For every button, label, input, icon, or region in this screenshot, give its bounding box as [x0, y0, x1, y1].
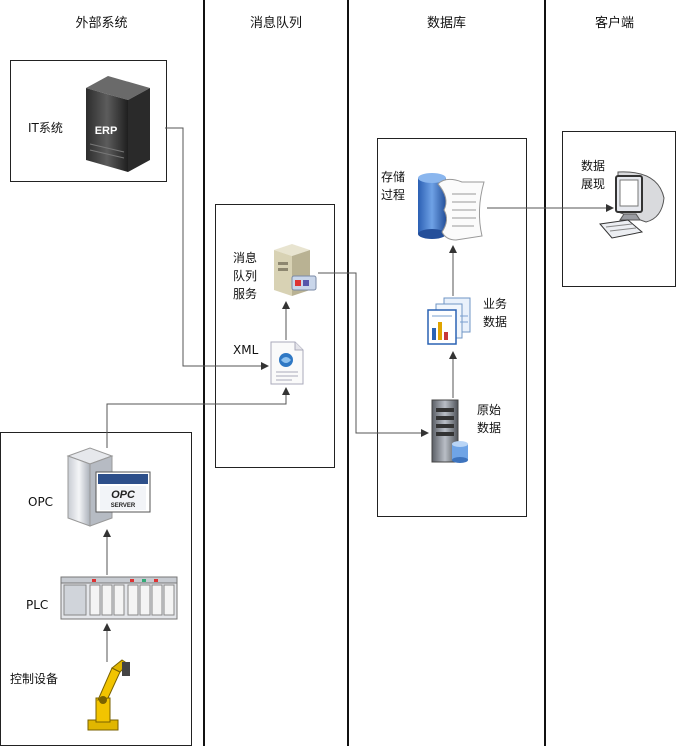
stored-proc-label-2: 过程 — [381, 188, 406, 202]
mq-service-label-1: 消息 — [233, 251, 258, 265]
plc-rack-icon — [60, 576, 178, 620]
raw-data-label-2: 数据 — [477, 421, 502, 435]
stored-proc-label-1: 存储 — [381, 170, 406, 184]
lane-title-db: 数据库 — [426, 16, 466, 31]
lane-divider-3 — [544, 0, 546, 746]
opc-badge-text: OPC — [111, 489, 136, 501]
arrow-mq-to-raw — [318, 272, 429, 437]
erp-label: ERP — [95, 125, 118, 137]
mq-box — [215, 204, 335, 468]
lane-title-client: 客户端 — [594, 16, 634, 31]
robot-arm-icon — [87, 659, 130, 731]
mq-service-label-2: 队列 — [233, 269, 258, 283]
lane-divider-1 — [203, 0, 205, 746]
it-system-label: IT系统 — [28, 121, 63, 135]
server-icon: ERP — [86, 76, 150, 172]
arrow-erp-to-xml — [165, 127, 269, 370]
plc-label: PLC — [26, 598, 49, 612]
display-label-2: 展现 — [581, 177, 606, 191]
stored-procedure-icon — [418, 173, 485, 241]
database-server-icon — [431, 399, 468, 463]
xml-document-icon — [270, 341, 304, 385]
control-device-label: 控制设备 — [10, 672, 59, 686]
display-label-1: 数据 — [581, 159, 606, 173]
monitor-icon — [599, 171, 665, 239]
queue-server-icon — [274, 244, 317, 296]
xml-label: XML — [233, 343, 259, 357]
lane-divider-2 — [347, 0, 349, 746]
lane-title-external: 外部系统 — [75, 16, 128, 31]
mq-service-label-3: 服务 — [233, 287, 258, 301]
report-icon — [427, 297, 471, 345]
arrow-opc-to-xml — [106, 387, 290, 448]
business-data-label-2: 数据 — [483, 315, 508, 329]
opc-server-text: SERVER — [111, 503, 136, 509]
business-data-label-1: 业务 — [483, 297, 508, 311]
opc-label: OPC — [28, 495, 54, 509]
opc-server-icon: OPC SERVER — [66, 447, 151, 527]
lane-title-mq: 消息队列 — [249, 16, 302, 31]
raw-data-label-1: 原始 — [477, 403, 502, 417]
